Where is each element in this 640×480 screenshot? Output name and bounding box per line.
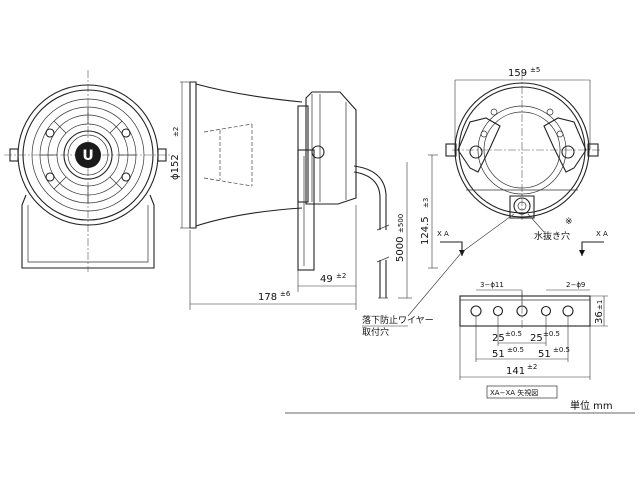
dim-pitch-51-left: 51 — [492, 349, 505, 360]
view-title: XA−XA 矢視図 — [490, 388, 538, 397]
unit-label: 単位 mm — [570, 399, 613, 412]
dim-width-159: 159 — [508, 68, 527, 79]
dim-width-159-tol: ±5 — [530, 66, 540, 74]
section-marker-left: X A — [437, 230, 449, 238]
dim-depth-49-tol: ±2 — [336, 272, 346, 280]
rear-view — [445, 72, 600, 222]
dim-width-141: 141 — [506, 366, 525, 377]
wire-hole-note: 落下防止ワイヤー 取付穴 — [362, 314, 434, 338]
dim-width-141-tol: ±2 — [527, 363, 537, 371]
dim-cable-5000-tol: ±500 — [397, 214, 405, 233]
section-marker-right: X A — [596, 230, 608, 238]
dim-pitch-25-left: 25 — [492, 333, 505, 344]
wire-hole-label-line2: 取付穴 — [362, 326, 389, 338]
side-view — [189, 81, 390, 299]
dim-depth-178-tol: ±6 — [280, 290, 291, 298]
dim-depth-178: 178 — [258, 292, 277, 303]
drain-hole-label: 水抜き穴 — [534, 230, 570, 242]
dim-pitch-51-right: 51 — [538, 349, 551, 360]
front-view: U — [4, 70, 172, 272]
logo-badge — [75, 142, 101, 168]
dim-dia-152-tol: ±2 — [172, 127, 180, 137]
holes-3-label: 3−ϕ11 — [480, 281, 504, 289]
dim-bracket-36-tol: ±1 — [596, 300, 604, 310]
dim-height-124: 124.5 — [420, 216, 431, 245]
drain-note-mark: ※ — [565, 217, 573, 227]
wire-hole-label-line1: 落下防止ワイヤー — [362, 314, 434, 326]
dim-height-124-tol: ±3 — [422, 198, 430, 208]
rear-dimensions: 159 ±5 X A X A ※ 水抜き穴 — [407, 66, 608, 317]
logo-letter: U — [82, 148, 93, 164]
dim-cable-5000: 5000 — [395, 237, 406, 262]
xa-view: 3−ϕ11 2−ϕ9 36 ±1 25 ±0.5 25 ±0.5 51 ±0.5… — [459, 281, 608, 399]
dim-pitch-51-left-tol: ±0.5 — [507, 346, 524, 354]
dim-dia-152: ϕ152 — [170, 154, 181, 180]
dim-depth-49: 49 — [320, 274, 333, 285]
dim-pitch-51-right-tol: ±0.5 — [553, 346, 570, 354]
dim-pitch-25-right: 25 — [530, 333, 543, 344]
dim-pitch-25-left-tol: ±0.5 — [505, 330, 522, 338]
dim-bracket-36: 36 — [594, 311, 605, 324]
holes-2-label: 2−ϕ9 — [566, 281, 585, 289]
dim-pitch-25-right-tol: ±0.5 — [543, 330, 560, 338]
side-dimensions: ϕ152 ±2 5000 ±500 124.5 ±3 49 ±2 178 ±6 — [170, 81, 438, 310]
